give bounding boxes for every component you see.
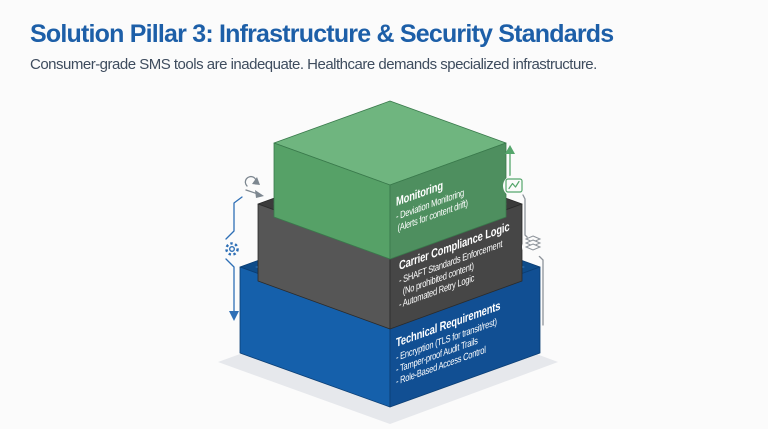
page-subtitle: Consumer-grade SMS tools are inadequate.… — [30, 55, 597, 73]
gear-icon — [222, 239, 242, 259]
toward-box-arrowhead — [255, 190, 264, 198]
page-title: Solution Pillar 3: Infrastructure & Secu… — [30, 20, 614, 48]
page-header: Solution Pillar 3: Infrastructure & Secu… — [30, 20, 748, 73]
rotate-arrow-icon — [244, 175, 260, 187]
up-arrow-icon — [505, 145, 515, 154]
layer-monitoring-box: Monitoring - Deviation Monitoring (Alert… — [273, 100, 507, 260]
left-line-path — [225, 196, 243, 313]
right-flow-line — [503, 145, 544, 326]
down-arrow-icon — [229, 311, 239, 321]
layers-icon — [522, 235, 544, 258]
left-flow-line — [222, 175, 264, 321]
trend-chart-icon — [503, 175, 525, 197]
